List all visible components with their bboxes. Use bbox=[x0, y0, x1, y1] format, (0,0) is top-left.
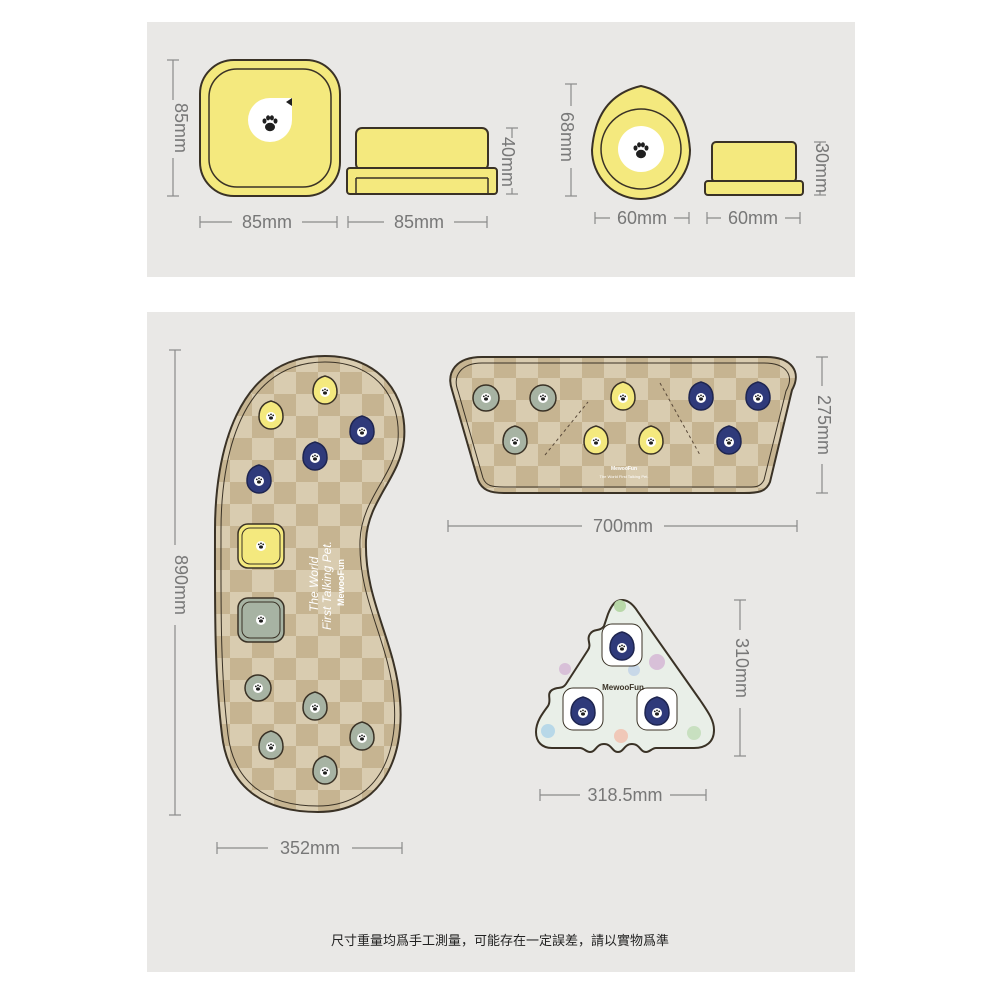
dim-square-side-width-label: 85mm bbox=[394, 212, 444, 232]
dim-bean-height-label: 890mm bbox=[171, 555, 191, 615]
navy-button bbox=[689, 382, 713, 410]
sage-button bbox=[530, 385, 556, 411]
navy-button bbox=[571, 697, 595, 725]
dim-rect-width-label: 700mm bbox=[593, 516, 653, 536]
sage-button bbox=[245, 675, 271, 701]
sage-button bbox=[473, 385, 499, 411]
square-button-top bbox=[199, 59, 341, 197]
square-button-side bbox=[346, 127, 498, 195]
dim-drop-side-width-label: 60mm bbox=[728, 208, 778, 228]
dim-drop-width-label: 60mm bbox=[617, 208, 667, 228]
navy-button bbox=[350, 416, 374, 444]
dim-tri-height-label: 310mm bbox=[732, 638, 752, 698]
rect-mat: MewooFun The World First Talking Pet. bbox=[449, 356, 797, 494]
yellow-button bbox=[584, 426, 608, 454]
drop-button-side bbox=[704, 141, 804, 196]
drop-button-top bbox=[590, 84, 692, 200]
sage-button bbox=[303, 692, 327, 720]
navy-button bbox=[717, 426, 741, 454]
dim-drop-height-label: 68mm bbox=[557, 112, 577, 162]
square-button-yellow bbox=[237, 523, 285, 569]
triangle-brand: MewooFun bbox=[602, 683, 644, 692]
dim-square-side-height-label: 40mm bbox=[498, 137, 518, 187]
navy-button bbox=[746, 382, 770, 410]
navy-button bbox=[247, 465, 271, 493]
dim-tri-width-label: 318.5mm bbox=[587, 785, 662, 805]
dim-square-width-label: 85mm bbox=[242, 212, 292, 232]
bean-slogan-line2: First Talking Pet. bbox=[320, 541, 334, 630]
navy-button bbox=[303, 442, 327, 470]
navy-button bbox=[645, 697, 669, 725]
yellow-button bbox=[313, 376, 337, 404]
yellow-button bbox=[259, 401, 283, 429]
rect-brand: MewooFun bbox=[611, 466, 637, 472]
navy-button bbox=[610, 632, 634, 660]
bean-slogan-line1: The World bbox=[307, 556, 321, 612]
dim-square-height-label: 85mm bbox=[171, 103, 191, 153]
yellow-button bbox=[611, 382, 635, 410]
disclaimer-text: 尺寸重量均爲手工測量，可能存在一定誤差，請以實物爲準 bbox=[330, 934, 669, 949]
yellow-button bbox=[639, 426, 663, 454]
sage-button bbox=[503, 426, 527, 454]
sage-button bbox=[350, 722, 374, 750]
square-button-sage bbox=[237, 597, 285, 643]
bean-mat: The World First Talking Pet. MewooFun bbox=[213, 354, 406, 814]
dim-rect-height-label: 275mm bbox=[814, 395, 834, 455]
sage-button bbox=[259, 731, 283, 759]
sage-button bbox=[313, 756, 337, 784]
dim-bean-width-label: 352mm bbox=[280, 838, 340, 858]
triangle-mat: MewooFun bbox=[534, 598, 716, 754]
bean-brand: MewooFun bbox=[336, 559, 346, 606]
dim-drop-side-height-label: 30mm bbox=[812, 143, 832, 193]
rect-slogan: The World First Talking Pet. bbox=[600, 474, 649, 479]
